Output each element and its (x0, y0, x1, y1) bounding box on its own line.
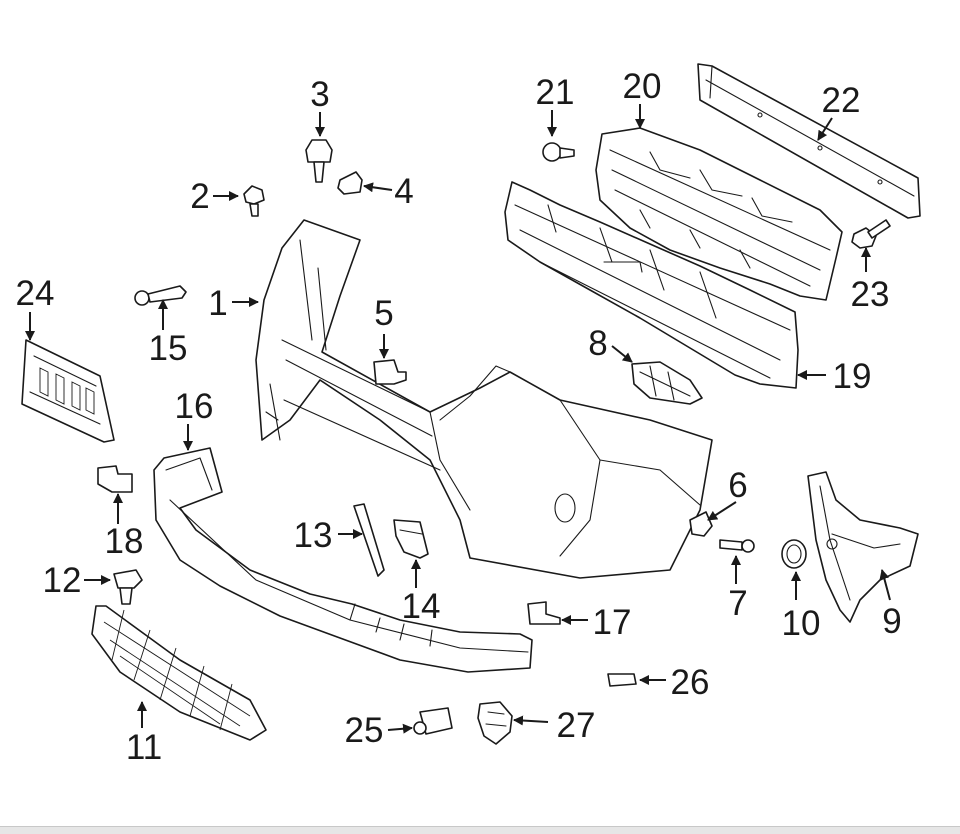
callout-4: 4 (394, 172, 413, 211)
part-1-bumper-cover (255, 219, 713, 579)
callout-26: 26 (671, 663, 710, 702)
part-3-push-clip (305, 139, 333, 183)
bottom-divider (0, 826, 960, 834)
part-26-reflector (607, 673, 637, 687)
callout-17: 17 (593, 603, 632, 642)
callout-7: 7 (728, 584, 747, 623)
part-8-bracket (631, 361, 703, 405)
part-23-bolt (851, 219, 891, 249)
part-25-sensor (413, 707, 453, 735)
callout-11: 11 (126, 728, 162, 767)
part-17-bracket (527, 601, 561, 625)
part-6-bracket (689, 511, 713, 537)
callout-6: 6 (728, 466, 747, 505)
callout-22: 22 (822, 81, 861, 120)
part-2-clip (243, 185, 265, 217)
part-24-license-bracket (21, 339, 115, 443)
part-20-energy-absorber (595, 127, 843, 301)
callout-13: 13 (294, 516, 333, 555)
callout-20: 20 (623, 67, 662, 106)
part-4-retainer (337, 171, 363, 195)
callout-2: 2 (190, 177, 209, 216)
part-5-bracket (373, 359, 407, 385)
callout-14: 14 (402, 587, 441, 626)
part-21-clip (542, 142, 575, 162)
callout-15: 15 (149, 329, 188, 368)
callout-8: 8 (588, 324, 607, 363)
part-10-grommet (781, 539, 807, 569)
part-15-connector (134, 285, 187, 306)
callout-27: 27 (557, 706, 596, 745)
part-19-foam-absorber (504, 181, 799, 389)
leader-lines (25, 104, 891, 734)
part-13-moulding (353, 503, 385, 577)
callout-labels: 3 2 4 21 20 22 23 24 15 1 5 8 19 16 18 6… (16, 67, 902, 767)
part-16-lower-cover (153, 447, 533, 673)
callout-23: 23 (851, 275, 890, 314)
callout-5: 5 (374, 294, 393, 333)
part-9-side-bracket (807, 471, 919, 623)
callout-16: 16 (175, 387, 214, 426)
callout-3: 3 (310, 75, 329, 114)
part-22-reinforcement (697, 63, 921, 219)
part-12-clip (113, 569, 143, 605)
callout-19: 19 (833, 357, 872, 396)
callout-25: 25 (345, 711, 384, 750)
part-11-grille (91, 605, 267, 741)
part-27-sensor (477, 701, 513, 745)
callout-24: 24 (16, 274, 55, 313)
part-18-bracket (97, 465, 133, 493)
part-7-screw (719, 539, 755, 553)
callout-10: 10 (782, 604, 821, 643)
part-14-bracket (393, 519, 429, 559)
callout-18: 18 (105, 522, 144, 561)
callout-12: 12 (43, 561, 82, 600)
callout-9: 9 (882, 602, 901, 641)
callout-1: 1 (208, 284, 227, 323)
callout-21: 21 (536, 73, 575, 112)
